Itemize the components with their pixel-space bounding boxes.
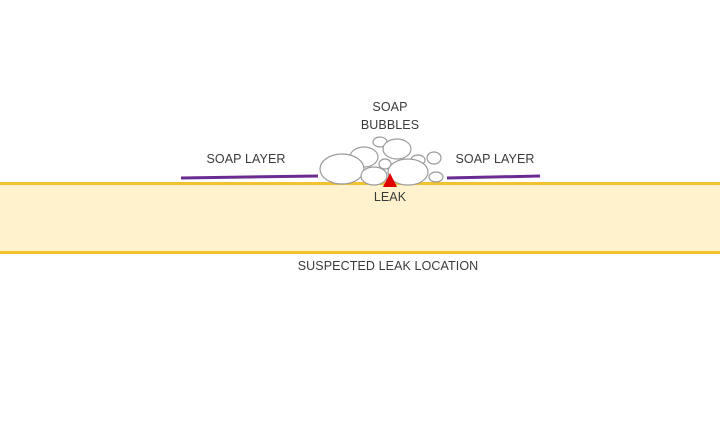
soap-layer-right-label: SOAP LAYER: [455, 152, 535, 166]
leak-label: LEAK: [373, 190, 407, 204]
soap-bubbles-label-line2: BUBBLES: [360, 118, 420, 132]
bubble-icon: [319, 153, 365, 185]
leak-triangle-icon: [383, 173, 397, 187]
pipe-section: [0, 182, 720, 254]
caption-label: SUSPECTED LEAK LOCATION: [297, 259, 479, 273]
bubble-icon: [360, 166, 388, 186]
soap-bubbles-group: [319, 136, 444, 186]
soap-bubbles-label: SOAP BUBBLES: [355, 98, 425, 134]
bubble-icon: [428, 171, 444, 183]
soap-bubbles-label-line1: SOAP: [372, 100, 408, 114]
soap-layer-left-label: SOAP LAYER: [206, 152, 286, 166]
bubble-icon: [382, 138, 412, 160]
bubble-icon: [378, 158, 392, 170]
soap-layer-left-line: [180, 174, 319, 180]
bubble-icon: [426, 151, 442, 165]
soap-layer-right-line: [446, 174, 541, 180]
bubble-icon: [387, 158, 429, 186]
